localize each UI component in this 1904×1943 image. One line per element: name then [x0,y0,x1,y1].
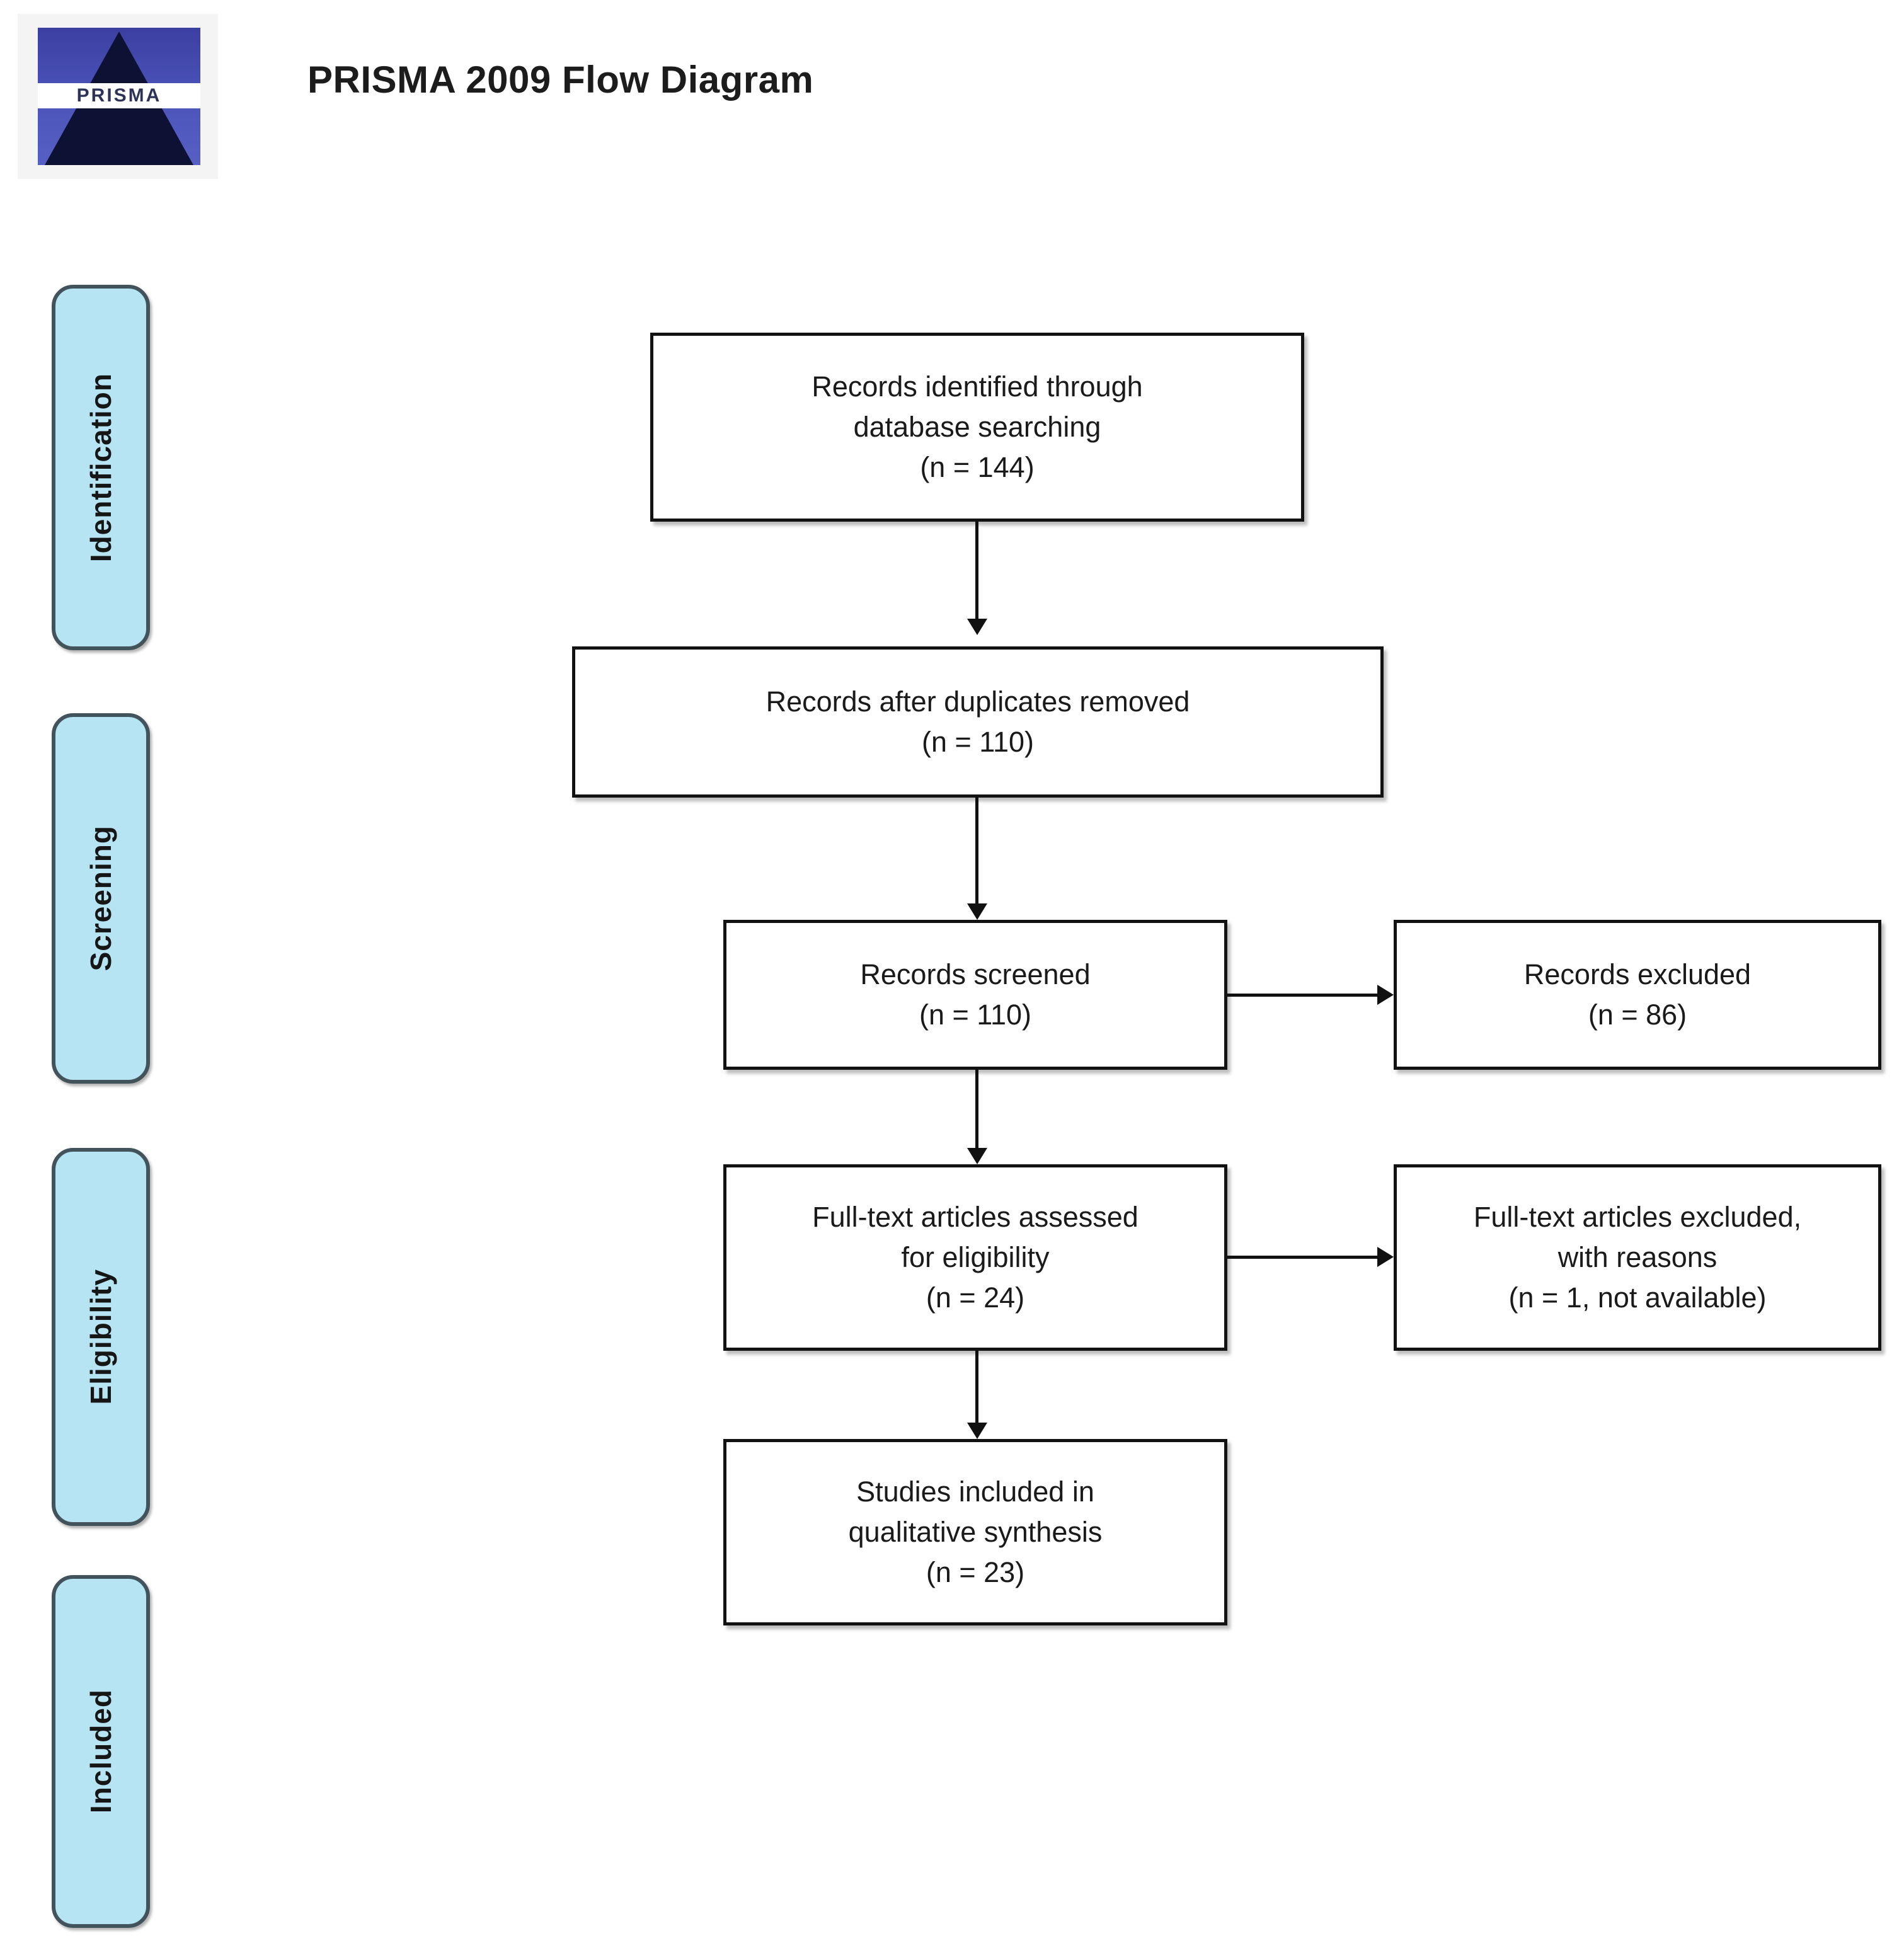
connector-duplicates-to-screened [975,798,978,915]
box-duplicates-removed-line2: (n = 110) [921,726,1035,758]
connector-fulltext-to-included [975,1351,978,1435]
box-fulltext-assessed-line3: (n = 24) [926,1281,1025,1314]
prisma-logo-band: PRISMA [38,83,200,108]
connector-screened-to-fulltext [975,1070,978,1159]
prisma-logo-wordmark: PRISMA [76,85,162,106]
stage-pill-identification: Identification [52,285,150,650]
prisma-logo-square: PRISMA [38,28,200,165]
box-fulltext-assessed: Full-text articles assessed for eligibil… [723,1164,1227,1351]
box-records-excluded-line2: (n = 86) [1588,999,1687,1031]
box-fulltext-excluded-line3: (n = 1, not available) [1508,1281,1767,1314]
box-fulltext-excluded-line1: Full-text articles excluded, [1473,1201,1802,1234]
connector-screened-to-excluded [1227,994,1380,997]
box-records-identified-line3: (n = 144) [920,450,1035,483]
stage-pill-included: Included [52,1575,150,1928]
box-records-identified: Records identified through database sear… [650,333,1304,522]
stage-pill-eligibility: Eligibility [52,1148,150,1526]
stage-label-identification: Identification [84,372,117,563]
box-duplicates-removed-line1: Records after duplicates removed [766,685,1190,718]
arrow-duplicates-to-screened [967,903,987,920]
arrow-fulltext-to-excluded [1377,1247,1394,1267]
box-fulltext-assessed-line1: Full-text articles assessed [812,1201,1138,1234]
stage-label-screening: Screening [84,825,117,972]
arrow-screened-to-fulltext [967,1148,987,1164]
prisma-logo: PRISMA [18,14,218,179]
stage-label-eligibility: Eligibility [84,1269,117,1405]
arrow-fulltext-to-included [967,1423,987,1439]
arrow-screened-to-excluded [1377,985,1394,1005]
box-fulltext-assessed-line2: for eligibility [901,1241,1050,1274]
box-studies-included-line2: qualitative synthesis [848,1516,1103,1549]
box-fulltext-excluded-line2: with reasons [1557,1241,1718,1274]
stage-label-included: Included [84,1689,117,1814]
box-studies-included-line1: Studies included in [856,1476,1094,1508]
page-title: PRISMA 2009 Flow Diagram [307,59,814,101]
box-records-excluded: Records excluded (n = 86) [1394,920,1881,1070]
stage-pill-screening: Screening [52,713,150,1084]
box-records-excluded-line1: Records excluded [1523,958,1752,991]
box-records-identified-line1: Records identified through [811,370,1143,403]
connector-identified-to-duplicates [975,522,978,621]
box-records-screened: Records screened (n = 110) [723,920,1227,1070]
connector-fulltext-to-excluded [1227,1256,1380,1259]
box-studies-included-line3: (n = 23) [926,1556,1025,1588]
box-duplicates-removed: Records after duplicates removed (n = 11… [572,646,1384,798]
box-studies-included: Studies included in qualitative synthesi… [723,1439,1227,1625]
box-records-screened-line1: Records screened [860,958,1091,991]
box-fulltext-excluded: Full-text articles excluded, with reason… [1394,1164,1881,1351]
box-records-identified-line2: database searching [853,411,1101,444]
arrow-identified-to-duplicates [967,619,987,635]
box-records-screened-line2: (n = 110) [919,999,1032,1031]
